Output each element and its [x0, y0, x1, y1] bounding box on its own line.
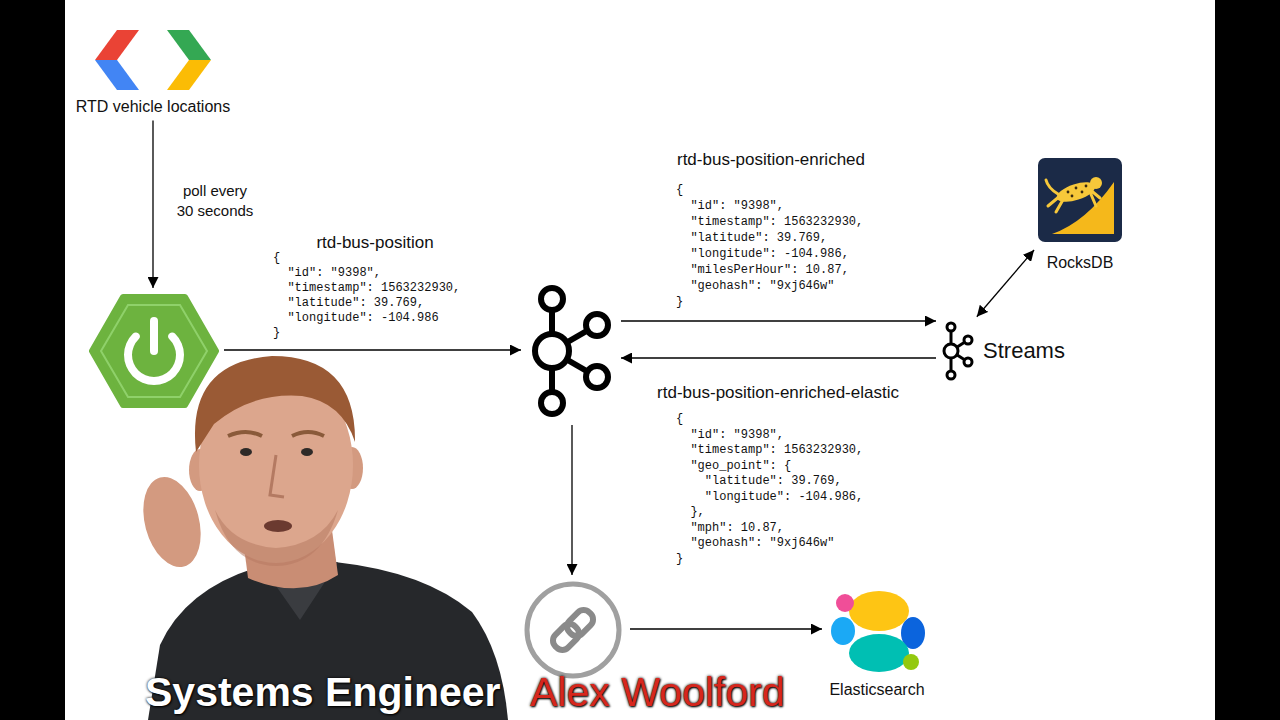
flow-arrow [621, 320, 936, 321]
topic-name: rtd-bus-position [316, 232, 433, 254]
flow-arrow [152, 121, 153, 288]
node-label: RocksDB [1047, 254, 1114, 272]
presenter-figure [134, 356, 508, 720]
payload-json: { "id": "9398", "timestamp": 1563232930,… [676, 182, 863, 310]
connect-icon [521, 580, 625, 680]
rocks-icon [1038, 158, 1122, 242]
node-label: RTD vehicle locations [76, 98, 230, 116]
payload-json: { "id": "9398", "timestamp": 1563232930,… [676, 412, 863, 567]
kafka-streams: Streams [939, 319, 1067, 383]
flow-arrow [977, 250, 1034, 317]
topic-name: rtd-bus-position-enriched [677, 149, 865, 171]
node-label: Streams [983, 339, 1065, 363]
poll-interval: poll every 30 seconds [174, 181, 256, 220]
web-toolkit-source: RTD vehicle locations [74, 22, 232, 118]
presenter-name: Alex Woolford [530, 672, 784, 713]
payload-json: { "id": "9398", "timestamp": 1563232930,… [273, 251, 460, 341]
flow-arrow [224, 349, 521, 350]
gwt-icon [91, 24, 215, 96]
streams-icon [941, 321, 975, 381]
side-bar [1215, 0, 1280, 720]
elastic-icon [827, 587, 927, 675]
elasticsearch-sink: Elasticsearch [825, 585, 929, 701]
rocksdb-store: RocksDB [1036, 156, 1124, 274]
kafka-icon [526, 284, 616, 420]
kafka-connect [519, 578, 627, 682]
flow-arrow [630, 628, 822, 629]
node-label: Elasticsearch [829, 681, 924, 699]
flow-arrow [621, 357, 936, 358]
spring-icon [89, 293, 219, 409]
side-bar [0, 0, 65, 720]
kafka-broker [524, 282, 618, 422]
flow-arrow [571, 425, 572, 575]
presenter-role: Systems Engineer [145, 672, 501, 713]
spring-boot-app [87, 291, 221, 411]
topic-name: rtd-bus-position-enriched-elastic [657, 382, 899, 404]
